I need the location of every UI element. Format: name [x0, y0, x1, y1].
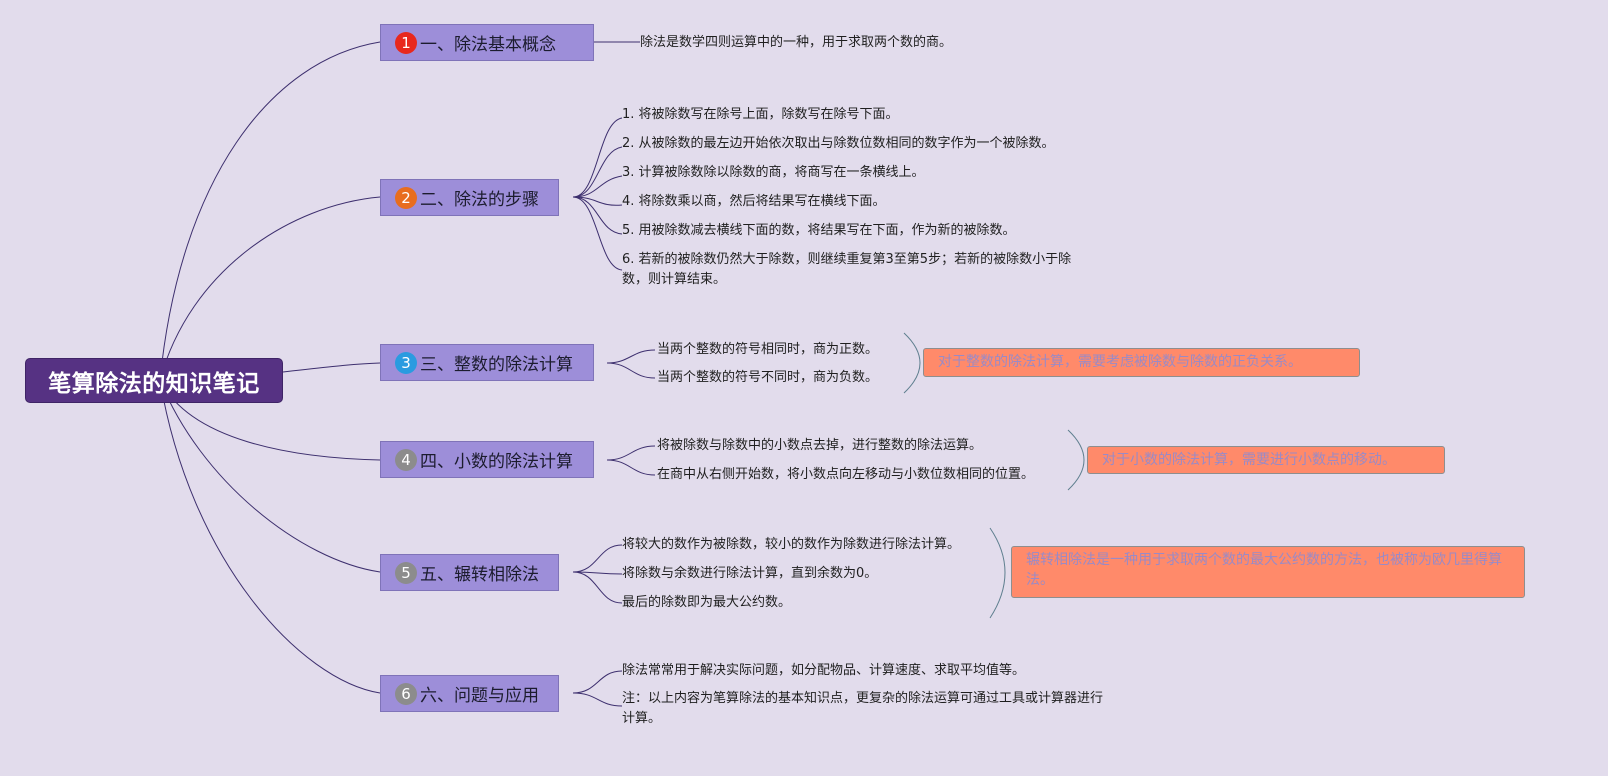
- connector-root-topic-2: [159, 196, 381, 381]
- topic-4-item-2[interactable]: 在商中从右侧开始数，将小数点向左移动与小数位数相同的位置。: [657, 467, 1035, 482]
- connector-topic-4-item-1: [606, 445, 656, 461]
- connector-topic-2-item-6: [572, 196, 623, 271]
- topic-2-item-4[interactable]: 4. 将除数乘以商，然后将结果写在横线下面。: [622, 194, 886, 209]
- topic-1[interactable]: 1 一、除法基本概念: [380, 24, 594, 61]
- topic-1-item-1[interactable]: 除法是数学四则运算中的一种，用于求取两个数的商。: [640, 35, 953, 50]
- topic-2-item-6[interactable]: 6. 若新的被除数仍然大于除数，则继续重复第3至第5步；若新的被除数小于除数，则…: [622, 252, 1072, 287]
- topic-6[interactable]: 6 六、问题与应用: [380, 675, 559, 712]
- topic-1-label: 一、除法基本概念: [420, 35, 556, 55]
- connector-root-topic-1: [159, 41, 381, 381]
- priority-5-icon: 5: [395, 561, 417, 584]
- connector-topic-6-item-1: [572, 670, 623, 694]
- connector-topic-2-item-1: [572, 117, 623, 198]
- connector-topic-2-item-2: [572, 146, 623, 198]
- topic-2[interactable]: 2 二、除法的步骤: [380, 179, 559, 216]
- summary-bracket-topic-5: [989, 527, 1006, 619]
- summary-bracket-topic-3: [903, 332, 921, 394]
- topic-5-item-3[interactable]: 最后的除数即为最大公约数。: [622, 595, 792, 610]
- connector-root-topic-3: [282, 362, 381, 373]
- topic-4-label: 四、小数的除法计算: [420, 452, 573, 472]
- topic-5-item-2[interactable]: 将除数与余数进行除法计算，直到余数为0。: [622, 566, 878, 581]
- topic-5-item-1[interactable]: 将较大的数作为被除数，较小的数作为除数进行除法计算。: [622, 537, 961, 552]
- connector-topic-4-item-2: [606, 459, 656, 476]
- connector-topic-2-item-5: [572, 196, 623, 235]
- topic-2-item-5[interactable]: 5. 用被除数减去横线下面的数，将结果写在下面，作为新的被除数。: [622, 223, 1016, 238]
- topic-2-label: 二、除法的步骤: [420, 190, 539, 210]
- connector-topic-5-item-2: [572, 571, 623, 575]
- topic-2-item-3[interactable]: 3. 计算被除数除以除数的商，将商写在一条横线上。: [622, 165, 925, 180]
- priority-6-icon: 6: [395, 682, 417, 705]
- topic-3-summary-note[interactable]: 对于整数的除法计算，需要考虑被除数与除数的正负关系。: [923, 348, 1360, 377]
- topic-6-item-1[interactable]: 除法常常用于解决实际问题，如分配物品、计算速度、求取平均值等。: [622, 663, 1026, 678]
- topic-4-item-1[interactable]: 将被除数与除数中的小数点去掉，进行整数的除法运算。: [657, 438, 983, 453]
- connector-topic-3-item-1: [606, 349, 656, 364]
- topic-5-label: 五、辗转相除法: [420, 565, 539, 585]
- connector-topic-6-item-2: [572, 692, 623, 707]
- summary-bracket-topic-4: [1067, 429, 1085, 491]
- topic-3-label: 三、整数的除法计算: [420, 355, 573, 375]
- topic-3[interactable]: 3 三、整数的除法计算: [380, 344, 594, 381]
- root-topic[interactable]: 笔算除法的知识笔记: [25, 358, 283, 403]
- topic-2-item-2[interactable]: 2. 从被除数的最左边开始依次取出与除数位数相同的数字作为一个被除数。: [622, 136, 1055, 151]
- topic-2-item-1[interactable]: 1. 将被除数写在除号上面，除数写在除号下面。: [622, 107, 899, 122]
- connector-topic-5-item-3: [572, 571, 623, 604]
- topic-5-summary-note[interactable]: 辗转相除法是一种用于求取两个数的最大公约数的方法，也被称为欧几里得算法。: [1011, 546, 1525, 598]
- priority-1-icon: 1: [395, 31, 417, 54]
- topic-6-label: 六、问题与应用: [420, 686, 539, 706]
- connector-topic-3-item-2: [606, 362, 656, 379]
- topic-3-item-2[interactable]: 当两个整数的符号不同时，商为负数。: [657, 370, 879, 385]
- priority-4-icon: 4: [395, 448, 417, 471]
- connector-topic-2-item-3: [572, 175, 623, 198]
- topic-6-item-2[interactable]: 注：以上内容为笔算除法的基本知识点，更复杂的除法运算可通过工具或计算器进行计算。: [622, 691, 1104, 726]
- connector-root-topic-5: [159, 379, 381, 573]
- priority-2-icon: 2: [395, 186, 417, 209]
- connector-topic-5-item-1: [572, 544, 623, 573]
- priority-3-icon: 3: [395, 351, 417, 374]
- topic-4[interactable]: 4 四、小数的除法计算: [380, 441, 594, 478]
- connector-root-topic-6: [159, 379, 381, 694]
- topic-3-item-1[interactable]: 当两个整数的符号相同时，商为正数。: [657, 342, 879, 357]
- topic-4-summary-note[interactable]: 对于小数的除法计算，需要进行小数点的移动。: [1087, 446, 1445, 474]
- topic-5[interactable]: 5 五、辗转相除法: [380, 554, 559, 591]
